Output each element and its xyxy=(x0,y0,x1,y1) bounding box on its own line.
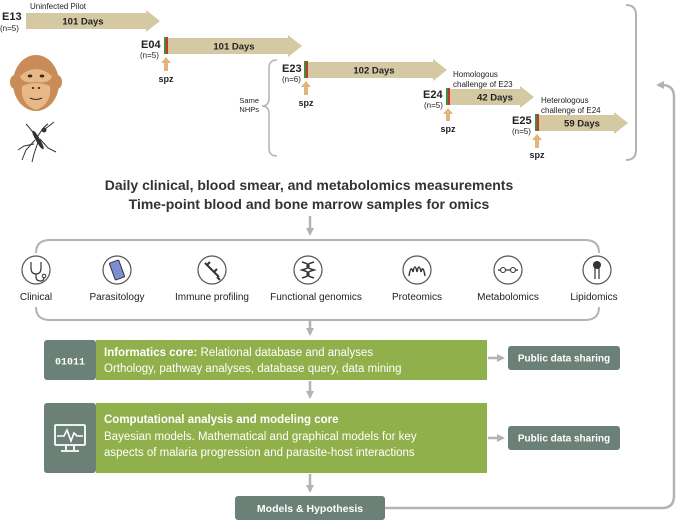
experiment-e25-arrow xyxy=(539,112,628,134)
infection-start-bar xyxy=(306,61,308,78)
experiment-e24-n: (n=5) xyxy=(424,101,443,110)
categories-top-bracket xyxy=(35,239,600,254)
experiment-e04-id: E04 xyxy=(141,39,161,51)
experiment-e25-id: E25 xyxy=(512,115,532,127)
monitor-pulse-icon xyxy=(54,424,86,452)
experiment-e13-days: 101 Days xyxy=(62,17,103,28)
binary-icon: 01011 xyxy=(55,358,85,369)
measurements-line2: Time-point blood and bone marrow samples… xyxy=(129,196,490,212)
measurements-line1: Daily clinical, blood smear, and metabol… xyxy=(105,177,514,193)
spz-label: spz xyxy=(158,74,174,84)
experiment-e24-title-line1: Homologous xyxy=(453,70,498,79)
svg-text:Informatics core: Relational d: Informatics core: Relational database an… xyxy=(104,347,373,359)
spz-arrow xyxy=(301,81,311,95)
experiment-e25: E25 (n=5) Heterologous challenge of E24 … xyxy=(512,96,628,160)
category-label: Parasitology xyxy=(89,292,144,303)
infection-start-bar xyxy=(535,114,537,131)
experiment-e04-arrow xyxy=(168,35,302,57)
category-label: Immune profiling xyxy=(175,292,249,303)
experiment-e23-n: (n=6) xyxy=(282,75,301,84)
computational-line3: aspects of malaria progression and paras… xyxy=(104,447,415,459)
same-nhps-bracket: Same NHPs xyxy=(239,59,278,157)
category-label: Functional genomics xyxy=(270,292,362,303)
informatics-title-rest: Relational database and analyses xyxy=(197,347,373,359)
mosquito-icon xyxy=(17,121,57,163)
spz-label: spz xyxy=(440,124,456,134)
lipid-icon xyxy=(582,255,612,285)
computational-core: Computational analysis and modeling core… xyxy=(44,403,487,473)
category-parasitology: Parasitology xyxy=(89,255,145,303)
experiment-e24-arrow xyxy=(450,86,534,108)
public-data-sharing-box xyxy=(508,346,620,370)
experiment-e24: E24 (n=5) Homologous challenge of E23 42… xyxy=(423,70,534,134)
experiment-e13-n: (n=5) xyxy=(0,24,19,33)
category-metabolomics: Metabolomics xyxy=(477,255,539,303)
infection-start-bar xyxy=(164,37,166,54)
infection-start-bar xyxy=(304,61,306,78)
experiment-e23-arrow xyxy=(308,59,447,81)
experiment-e25-title-line1: Heterologous xyxy=(541,96,589,105)
experiment-e04-n: (n=5) xyxy=(140,51,159,60)
category-functional-genomics: Functional genomics xyxy=(270,255,362,303)
timeline-bracket xyxy=(625,4,637,161)
experiment-e23: E23 (n=6) 102 Days spz xyxy=(282,59,447,108)
experiment-e25-days: 59 Days xyxy=(564,119,600,130)
experiment-e25-title-line2: challenge of E24 xyxy=(541,106,601,115)
public-data-sharing-label: Public data sharing xyxy=(518,434,610,445)
models-hypothesis-box xyxy=(235,496,385,520)
public-data-sharing-label: Public data sharing xyxy=(518,354,610,365)
spz-label: spz xyxy=(529,150,545,160)
experiment-e24-id: E24 xyxy=(423,89,443,101)
informatics-line2: Orthology, pathway analyses, database qu… xyxy=(104,363,401,375)
category-label: Proteomics xyxy=(392,292,442,303)
monkey-icon xyxy=(10,55,62,111)
stethoscope-icon xyxy=(21,255,51,285)
infection-start-bar xyxy=(448,88,450,105)
spz-arrow xyxy=(532,134,542,148)
computational-line2: Bayesian models. Mathematical and graphi… xyxy=(104,431,417,443)
category-label: Clinical xyxy=(20,292,52,303)
category-immune-profiling: Immune profiling xyxy=(175,255,249,303)
experiment-e13-title: Uninfected Pilot xyxy=(30,2,87,11)
experiment-e24-title-line2: challenge of E23 xyxy=(453,80,513,89)
category-clinical: Clinical xyxy=(20,255,52,303)
experiment-e13-id: E13 xyxy=(2,11,22,23)
computational-box xyxy=(96,403,487,473)
informatics-box xyxy=(96,340,487,380)
same-nhps-label: NHPs xyxy=(239,105,259,114)
infection-start-bar xyxy=(166,37,168,54)
experiment-e23-days: 102 Days xyxy=(353,66,394,77)
informatics-title: Informatics core: xyxy=(104,347,197,359)
infection-start-bar xyxy=(537,114,539,131)
public-data-sharing-box xyxy=(508,426,620,450)
spz-arrow xyxy=(443,108,453,121)
experiment-e23-id: E23 xyxy=(282,63,302,75)
experiment-e24-days: 42 Days xyxy=(477,93,513,104)
spz-arrow xyxy=(161,57,171,71)
computational-title: Computational analysis and modeling core xyxy=(104,414,339,426)
dna-icon xyxy=(293,255,323,285)
informatics-core: 01011 Informatics core: Relational datab… xyxy=(44,340,487,380)
category-label: Lipidomics xyxy=(570,292,617,303)
experiment-e04: E04 (n=5) 101 Days spz xyxy=(140,35,302,84)
feedback-loop-arrow xyxy=(385,81,676,510)
category-label: Metabolomics xyxy=(477,292,539,303)
category-proteomics: Proteomics xyxy=(392,255,442,303)
categories-bottom-bracket xyxy=(35,306,600,321)
infection-start-bar xyxy=(446,88,448,105)
experiment-e04-days: 101 Days xyxy=(213,42,254,53)
models-hypothesis-label: Models & Hypothesis xyxy=(257,503,363,515)
bracket-line xyxy=(261,59,278,157)
experiment-e13: E13 (n=5) Uninfected Pilot 101 Days xyxy=(0,2,160,33)
experiment-e25-n: (n=5) xyxy=(512,127,531,136)
informatics-icon-box xyxy=(44,340,96,380)
spz-label: spz xyxy=(298,98,314,108)
same-nhps-label: Same xyxy=(239,96,259,105)
experiment-e13-arrow xyxy=(26,10,160,32)
category-lipidomics: Lipidomics xyxy=(570,255,618,303)
